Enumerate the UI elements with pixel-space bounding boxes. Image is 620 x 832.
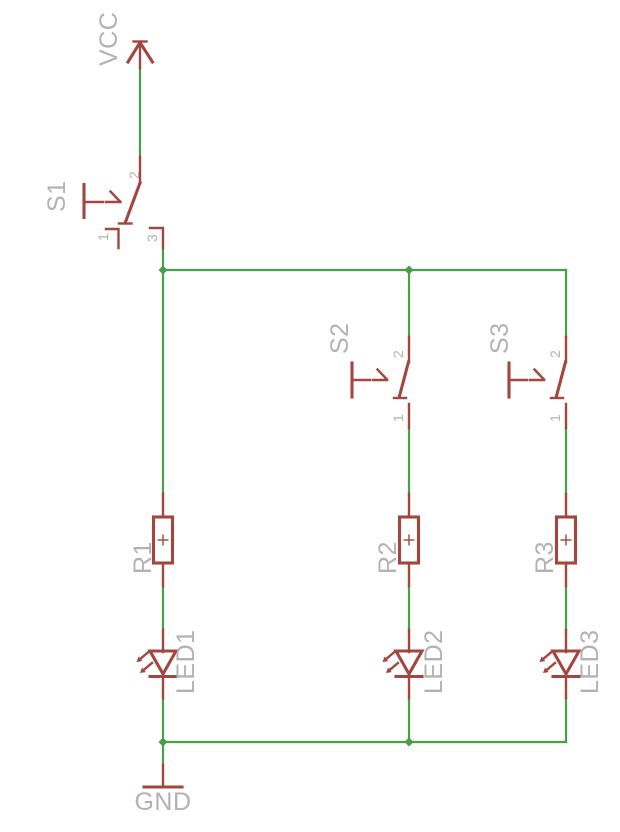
junction-dot	[404, 265, 414, 275]
led3-label: LED3	[576, 629, 604, 694]
led3-symbol	[537, 628, 581, 700]
switch-s2[interactable]: S2 2 1	[326, 322, 411, 430]
resistor-r2[interactable]: R2	[374, 492, 421, 588]
junction-dot	[158, 265, 168, 275]
actuator-arrow-barb	[108, 189, 122, 204]
s3-label: S3	[486, 322, 514, 354]
s1-pin2-number: 2	[126, 171, 142, 179]
s2-pin1-number: 1	[390, 414, 406, 422]
led2-symbol	[380, 628, 424, 700]
junction-dot	[158, 737, 168, 747]
led1-symbol	[134, 628, 178, 700]
switch-pin3-stub	[148, 226, 165, 250]
s2-label: S2	[326, 322, 354, 354]
resistor-r1[interactable]: R1	[129, 492, 175, 588]
led-led2[interactable]: LED2	[380, 628, 449, 700]
switch-pin1-stub	[104, 227, 120, 250]
r3-label: R3	[531, 541, 559, 574]
switch-s3[interactable]: S3 2 1	[486, 322, 568, 430]
s3-pin1-number: 1	[547, 414, 563, 422]
s1-label: S1	[43, 180, 71, 212]
r1-label: R1	[129, 541, 157, 574]
vcc-supply-symbol[interactable]: VCC	[95, 12, 155, 70]
junction-dot	[404, 737, 414, 747]
r3-symbol	[554, 492, 578, 588]
s1-pin1-number: 1	[95, 233, 111, 241]
vcc-arrow-wing	[137, 40, 155, 65]
switch-s1[interactable]: S1 2 1 3	[43, 155, 165, 250]
gnd-label: GND	[134, 788, 191, 816]
s3-pin2-number: 2	[547, 350, 563, 358]
r2-label: R2	[374, 541, 402, 574]
led-led3[interactable]: LED3	[537, 628, 605, 700]
r2-symbol	[397, 492, 421, 588]
led-led1[interactable]: LED1	[134, 628, 201, 700]
gnd-symbol[interactable]: GND	[134, 763, 191, 816]
s2-pin2-number: 2	[390, 350, 406, 358]
s1-pin3-number: 3	[144, 234, 160, 242]
led2-label: LED2	[420, 629, 448, 694]
resistor-r3[interactable]: R3	[531, 492, 578, 588]
switch-lever	[123, 181, 142, 224]
vcc-arrow-wing	[125, 40, 143, 65]
vcc-label: VCC	[95, 12, 123, 66]
net-wires	[138, 66, 568, 767]
led1-label: LED1	[172, 629, 200, 694]
